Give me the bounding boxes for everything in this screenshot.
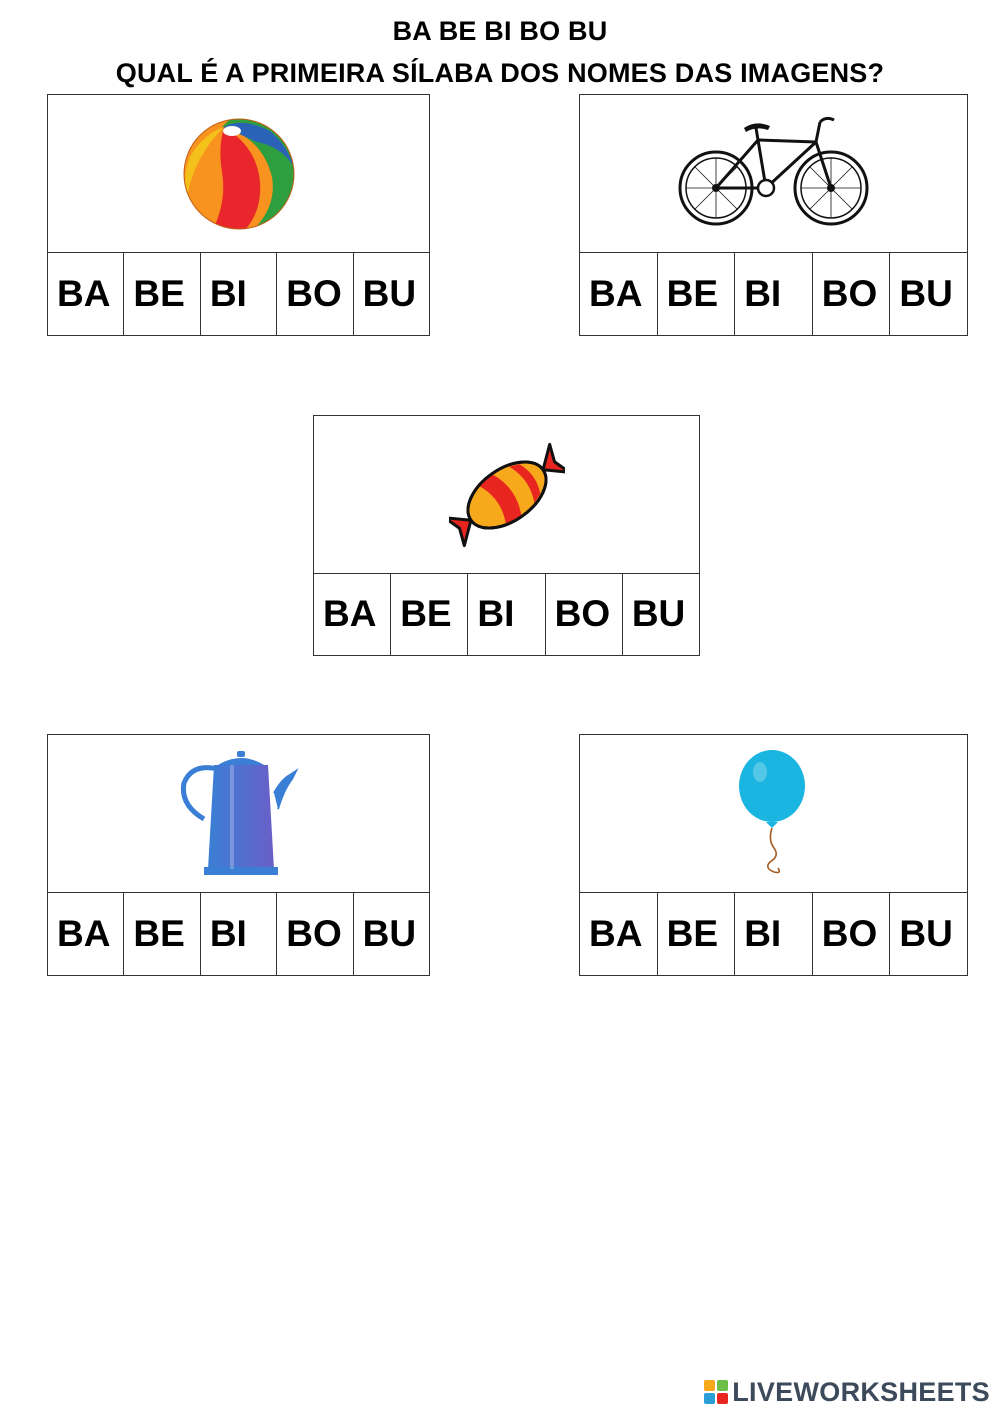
option-ba[interactable]: BA (580, 252, 658, 335)
picture-area (48, 735, 429, 893)
option-bi[interactable]: BI (735, 252, 813, 335)
option-bu[interactable]: BU (899, 272, 953, 314)
option-bo[interactable]: BO (813, 892, 891, 975)
option-bo[interactable]: BO (546, 573, 623, 655)
question-card-bicycle: BA BE BI BO BU (579, 94, 968, 336)
option-bu[interactable]: BU (631, 593, 686, 634)
syllable-options: BA BE BI BO BU (314, 573, 699, 655)
question-card-candy: BA BE BI BO BU (313, 415, 700, 656)
picture-area (48, 95, 429, 253)
worksheet-title: BA BE BI BO BU (392, 16, 608, 46)
option-bi[interactable]: BI (201, 252, 278, 335)
question-card-ball: BA BE BI BO BU (47, 94, 430, 336)
syllable-options: BA BE BI BO BU (48, 892, 429, 975)
option-ba[interactable]: BA (48, 892, 125, 975)
kettle-icon (180, 750, 299, 875)
bicycle-icon (678, 116, 868, 225)
option-bi[interactable]: BI (468, 573, 546, 655)
syllable-options: BA BE BI BO BU (48, 252, 429, 335)
option-bo[interactable]: BO (277, 892, 354, 975)
picture-area (314, 416, 699, 574)
option-be[interactable]: BE (124, 252, 201, 335)
worksheet-instruction: QUAL É A PRIMEIRA SÍLABA DOS NOMES DAS I… (115, 58, 885, 88)
option-ba[interactable]: BA (580, 892, 658, 975)
candy-icon (448, 442, 565, 547)
footer-brand: LIVEWORKSHEETS (704, 1376, 990, 1408)
option-bi[interactable]: BI (735, 892, 813, 975)
option-be[interactable]: BE (658, 252, 736, 335)
option-bo[interactable]: BO (813, 252, 891, 335)
balloon-icon (738, 749, 805, 873)
option-be[interactable]: BE (658, 892, 736, 975)
option-ba[interactable]: BA (314, 573, 392, 655)
option-be[interactable]: BE (391, 573, 469, 655)
option-bu[interactable]: BU (362, 912, 417, 954)
picture-area (580, 95, 967, 253)
question-card-kettle: BA BE BI BO BU (47, 734, 430, 976)
picture-area (580, 735, 967, 893)
brand-name[interactable]: LIVEWORKSHEETS (732, 1376, 990, 1407)
question-card-balloon: BA BE BI BO BU (579, 734, 968, 976)
option-bo[interactable]: BO (277, 252, 354, 335)
option-bi[interactable]: BI (201, 892, 278, 975)
syllable-options: BA BE BI BO BU (580, 252, 967, 335)
option-ba[interactable]: BA (48, 252, 125, 335)
option-be[interactable]: BE (124, 892, 201, 975)
beach-ball-icon (183, 118, 294, 229)
option-bu[interactable]: BU (362, 272, 417, 314)
liveworksheets-logo-icon (704, 1380, 729, 1404)
syllable-options: BA BE BI BO BU (580, 892, 967, 975)
option-bu[interactable]: BU (899, 912, 953, 954)
